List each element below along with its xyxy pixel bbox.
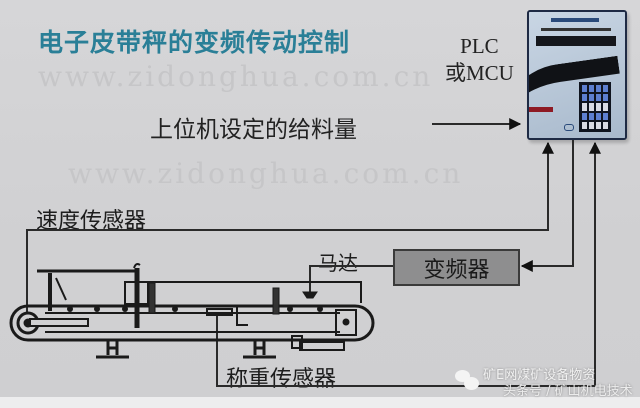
controller-label: PLC 或MCU <box>445 33 514 87</box>
keypad <box>579 82 611 132</box>
plc-controller-device <box>527 10 627 140</box>
weigh-sensor-label: 称重传感器 <box>226 367 337 392</box>
bottom-strip <box>0 397 640 408</box>
wechat-icon <box>455 370 479 392</box>
brand-logo <box>551 18 599 22</box>
diagram-title: 电子皮带秤的变频传动控制 <box>38 28 351 57</box>
controller-label-line1: PLC <box>460 34 499 58</box>
feed-setpoint-label: 上位机设定的给料量 <box>150 117 357 143</box>
controller-label-line2: 或MCU <box>445 61 514 85</box>
footer-watermark: 矿E网煤矿设备物资 头条号 / 矿山机电技术 <box>455 368 633 400</box>
watermark-line2: 头条号 / 矿山机电技术 <box>503 384 633 399</box>
motor-line <box>309 265 393 292</box>
vfd-box: 变频器 <box>393 249 520 286</box>
background-watermark: www.zidonghua.com.cn <box>68 157 464 190</box>
vfd-label: 变频器 <box>423 257 490 283</box>
motor-label: 马达 <box>318 251 358 275</box>
conveyor-scale-drawing <box>9 263 375 359</box>
logo-icon <box>564 124 574 131</box>
weigh-signal-line <box>216 141 601 387</box>
background-watermark: www.zidonghua.com.cn <box>38 60 434 93</box>
watermark-line1: 矿E网煤矿设备物资 <box>483 368 596 383</box>
speed-signal-line <box>26 141 554 312</box>
lcd-display <box>536 36 616 46</box>
vfd-control-line <box>520 140 574 272</box>
